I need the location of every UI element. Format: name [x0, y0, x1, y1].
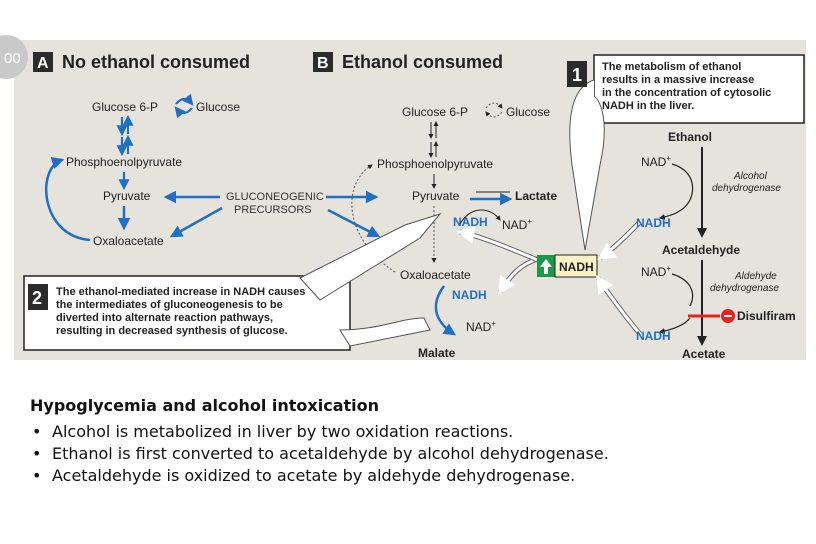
callout-2-line-1: The ethanol-mediated increase in NADH ca…	[56, 286, 305, 298]
eth-nad-2-plus: +	[666, 264, 671, 273]
metabolism-figure: 00 A No ethanol consumed B Ethanol consu…	[0, 35, 806, 361]
b-arrow-precursors-oaa	[327, 208, 381, 238]
center-nadh-box	[554, 254, 598, 278]
a-glucose6p: Glucose 6-P	[92, 100, 158, 114]
white-arrow-nadh-pyruvate	[456, 226, 543, 264]
b-nadh-1: NADH	[453, 215, 488, 229]
acetaldehyde: Acetaldehyde	[662, 243, 740, 257]
slide-number: 00	[4, 50, 21, 67]
white-arrow-adh-nadh	[597, 220, 642, 260]
b-glucose-cycle-arrow-bottom	[485, 111, 503, 118]
a-precursors-line1: GLUCONEOGENIC	[226, 191, 324, 203]
b-dashed-oaa-pep	[351, 164, 396, 273]
b-arrow-nadh-nad-1	[459, 209, 501, 225]
eth-nad-1-group: NAD+	[641, 154, 671, 169]
a-glucose-cycle-arrow-top	[175, 93, 194, 106]
bullet-item: Acetaldehyde is oxidized to acetate by a…	[32, 465, 800, 487]
b-pyruvate: Pyruvate	[412, 189, 460, 203]
bullet-item: Ethanol is first converted to acetaldehy…	[32, 443, 800, 465]
callout-2-line-4: resulting in decreased synthesis of gluc…	[56, 325, 288, 337]
callout-1-pointer	[569, 79, 605, 251]
b-nad-1-group: NAD+	[502, 217, 532, 232]
acetate: Acetate	[682, 347, 726, 361]
b-arrow-oaa-malate	[434, 285, 457, 336]
arrow-nad-nadh-2-top	[671, 273, 694, 307]
eth-nad-2: NAD	[641, 265, 667, 279]
a-pep: Phosphoenolpyruvate	[66, 155, 182, 169]
b-nad-2: NAD	[466, 320, 492, 334]
adh-line2: dehydrogenase	[712, 183, 781, 194]
eth-nad-2-group: NAD+	[641, 264, 671, 279]
callout-2-line-3: diverted into alternate reaction pathway…	[56, 312, 273, 324]
panel-b-badge	[313, 52, 333, 72]
callout-1-badge	[567, 61, 587, 87]
a-arrow-precursors-oaa	[169, 206, 223, 238]
a-glucose-cycle-arrow-bottom	[174, 106, 193, 119]
panel-a-letter: A	[37, 55, 49, 72]
callout-2-pointer-upper	[299, 213, 442, 301]
b-glucose-cycle-arrow-top	[485, 102, 503, 109]
a-oxaloacetate: Oxaloacetate	[93, 234, 164, 248]
b-nad-2-plus: +	[491, 319, 496, 328]
disulfiram: Disulfiram	[737, 309, 796, 323]
center-nadh: NADH	[559, 260, 594, 274]
ethanol: Ethanol	[668, 130, 712, 144]
b-pep: Phosphoenolpyruvate	[377, 157, 493, 171]
b-oxaloacetate: Oxaloacetate	[400, 268, 471, 282]
callout-2-box	[23, 275, 351, 351]
b-nad-2-group: NAD+	[466, 319, 496, 334]
callout-2-badge	[28, 284, 48, 310]
arrow-nad-nadh-2-bottom	[658, 317, 691, 334]
b-malate: Malate	[418, 346, 456, 360]
panel-a-title: No ethanol consumed	[62, 52, 250, 72]
a-precursors-line2: PRECURSORS	[234, 204, 312, 216]
callout-1-line-1: The metabolism of ethanol	[602, 61, 741, 73]
callout-1-line-2: results in a massive increase	[602, 74, 754, 86]
panel-b-title: Ethanol consumed	[342, 52, 503, 72]
callout-1-box	[593, 54, 805, 124]
callout-2-number: 2	[32, 288, 42, 308]
white-arrow-aldh-nadh	[596, 275, 642, 335]
eth-nad-1: NAD	[641, 155, 667, 169]
slide-number-badge	[0, 35, 28, 79]
disulfiram-minus	[724, 315, 732, 317]
eth-nadh-1: NADH	[636, 216, 671, 230]
panel-b-letter: B	[317, 55, 329, 72]
b-lactate: Lactate	[515, 189, 557, 203]
aldh-line2: dehydrogenase	[710, 283, 779, 294]
adh-line1: Alcohol	[733, 171, 768, 182]
callout-1-line-3: in the concentration of cytosolic	[602, 87, 771, 99]
slide-heading: Hypoglycemia and alcohol intoxication	[30, 396, 380, 415]
b-glucose: Glucose	[506, 105, 550, 119]
b-glucose6p: Glucose 6-P	[402, 105, 468, 119]
callout-2-pointer-lower	[339, 317, 431, 347]
aldh-line1: Aldehyde	[734, 271, 777, 282]
b-nadh-2: NADH	[452, 288, 487, 302]
slide-text: Hypoglycemia and alcohol intoxication Al…	[30, 396, 800, 487]
a-glucose: Glucose	[196, 100, 240, 114]
a-pyruvate: Pyruvate	[103, 189, 151, 203]
eth-nadh-2: NADH	[636, 329, 671, 343]
up-arrow-icon	[540, 259, 552, 274]
arrow-nad-nadh-1	[658, 163, 694, 220]
b-nad-1-plus: +	[527, 217, 532, 226]
callout-1-number: 1	[572, 65, 582, 85]
callout-2-line-2: the intermediates of gluconeogenesis to …	[56, 299, 283, 311]
eth-nad-1-plus: +	[666, 154, 671, 163]
panel-a-badge	[33, 52, 53, 72]
bullet-list: Alcohol is metabolized in liver by two o…	[30, 421, 800, 487]
callout-1-line-4: NADH in the liver.	[602, 100, 694, 112]
bullet-item: Alcohol is metabolized in liver by two o…	[32, 421, 800, 443]
a-arrow-oaa-pep-loop	[44, 156, 91, 242]
b-nad-1: NAD	[502, 218, 528, 232]
